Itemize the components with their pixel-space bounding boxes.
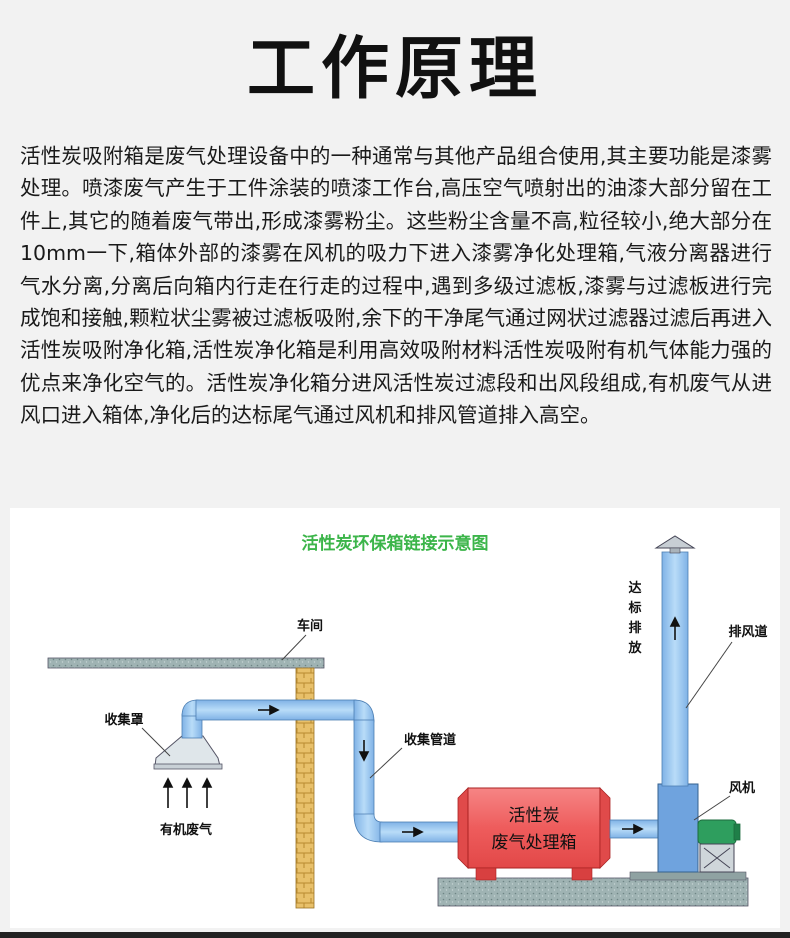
system-diagram: 活性炭环保箱链接示意图 车间 活性炭 废气处: [10, 508, 780, 928]
pipe-down: [353, 719, 375, 817]
pipe-label: 收集管道: [404, 732, 456, 748]
box-label-line1: 活性炭: [509, 806, 560, 826]
flow-arrows: [162, 616, 681, 838]
exhaust-cap-stem: [669, 547, 681, 554]
fan-housing: [657, 783, 699, 873]
exhaust-duct: [661, 551, 689, 787]
discharge-label: 达 标 排 放: [627, 580, 642, 656]
description-paragraph: 活性炭吸附箱是废气处理设备中的一种通常与其他产品组合使用,其主要功能是漆雾处理。…: [20, 144, 772, 428]
pipe-elbow-2: [353, 699, 375, 723]
box-inlet-taper: [457, 787, 469, 869]
discharge-char: 放: [627, 640, 642, 656]
fan-pointer: [693, 795, 731, 821]
hood-lip: [153, 763, 223, 770]
floor-slab: [437, 877, 749, 907]
diagram-canvas: 活性炭环保箱链接示意图 车间 活性炭 废气处: [47, 533, 768, 909]
box-label-line2: 废气处理箱: [492, 833, 577, 853]
workshop-label: 车间: [297, 618, 323, 634]
organic-gas-label: 有机废气: [160, 822, 212, 838]
pipe-elbow-3: [353, 813, 383, 843]
brick-column: [295, 667, 315, 909]
fan-label: 风机: [729, 780, 755, 796]
discharge-char: 达: [628, 580, 641, 596]
box-leg-left: [475, 867, 497, 881]
treatment-box: [467, 787, 601, 869]
exhaust-cap: [654, 535, 696, 549]
hood-pointer: [141, 727, 171, 757]
fan-motor-cap: [733, 823, 741, 841]
diagram-title: 活性炭环保箱链接示意图: [302, 533, 489, 554]
fan-stand: [699, 843, 735, 873]
discharge-char: 标: [627, 600, 641, 616]
hood-label: 收集罩: [104, 712, 143, 728]
fan-base-slab: [629, 871, 747, 881]
bottom-bar: [0, 932, 790, 938]
discharge-char: 排: [628, 620, 641, 636]
exhaust-duct-pointer: [685, 641, 733, 709]
fan-motor: [697, 819, 737, 845]
workshop-ceiling: [47, 657, 325, 669]
box-leg-right: [571, 867, 593, 881]
workshop-pointer: [281, 634, 307, 661]
exhaust-duct-label: 排风道: [728, 624, 767, 640]
box-outlet-taper: [599, 787, 611, 869]
page-title: 工作原理: [246, 30, 543, 109]
pipe-pointer: [369, 747, 403, 779]
